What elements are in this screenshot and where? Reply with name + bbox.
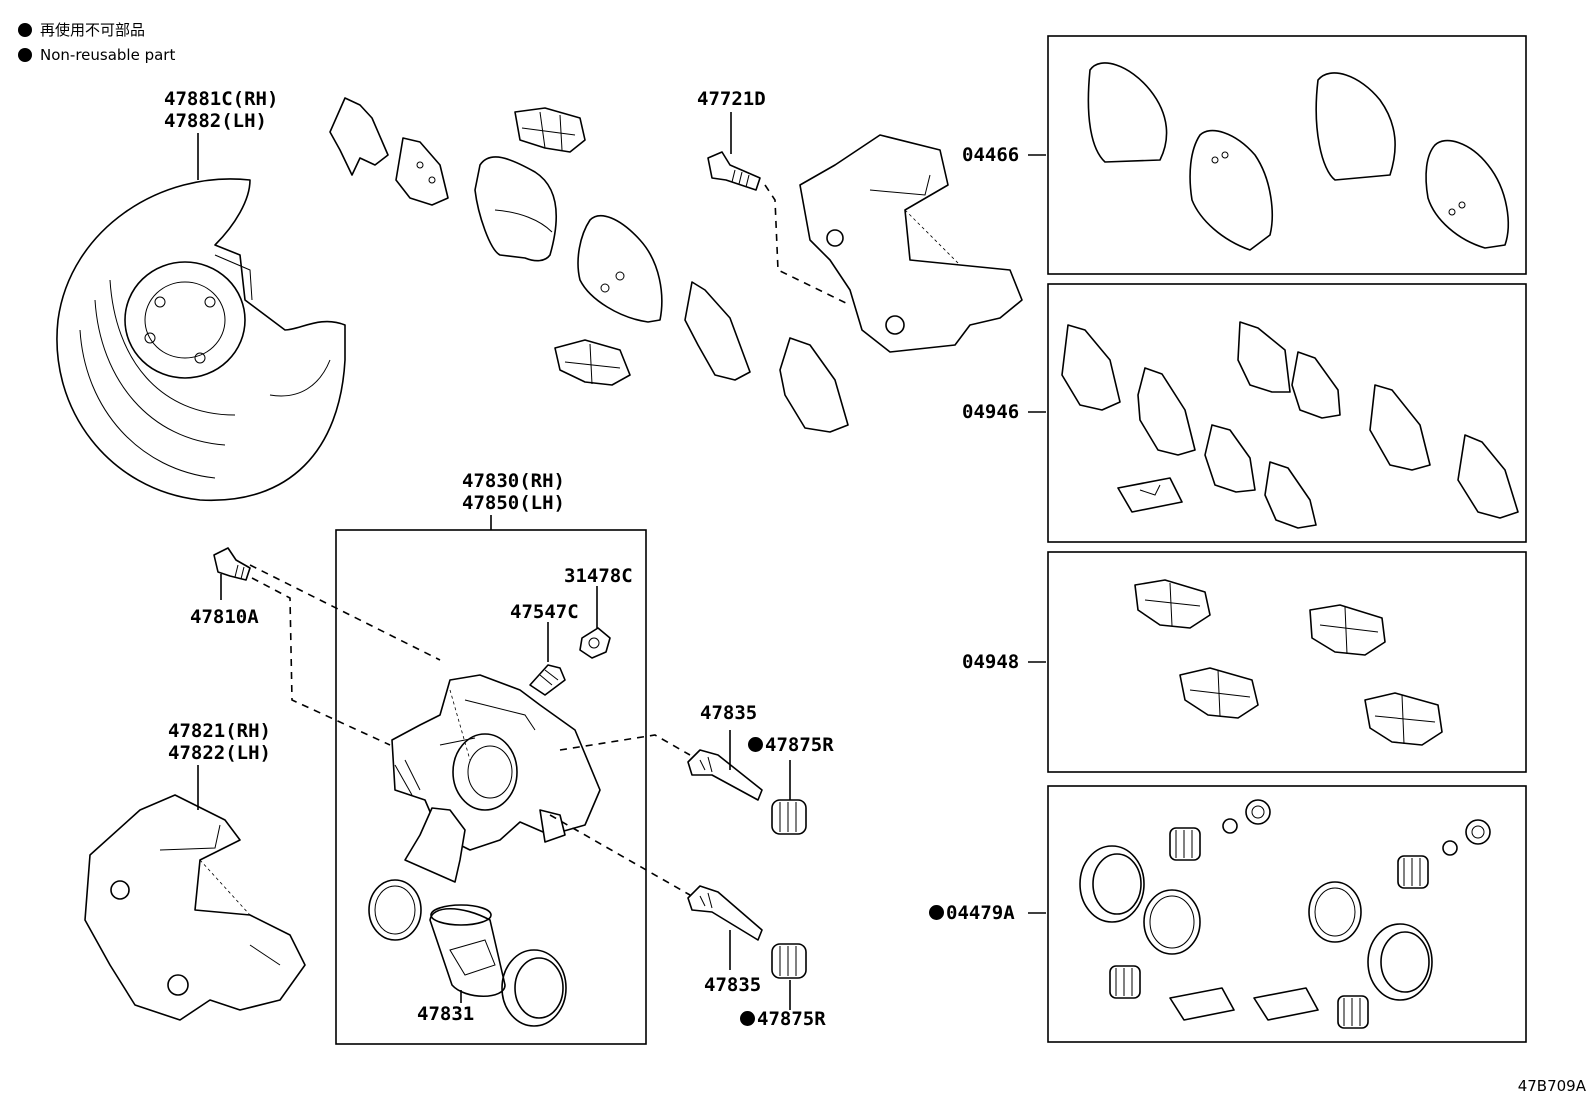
pad-support-plate-top-part [514,107,586,153]
slide-pin-boot-lower-part [771,943,807,979]
shim-kit-shims [1061,321,1519,529]
slide-pin-lower-part [687,885,763,941]
callout-pad-kit: 04466 [962,144,1019,166]
slide-pin-boot-upper-part [771,799,807,835]
bleeder-plug-part [579,627,611,659]
callout-slide-boot-lower: 47875R [740,1008,826,1030]
pad-support-plate-bottom-part [554,339,631,386]
brake-pad-top-part [474,156,663,323]
part-number-lh: 47882(LH) [164,110,267,132]
part-number: 47835 [704,974,762,996]
callout-cylinder-kit: 04479A [929,902,1015,924]
non-reusable-icon [740,1011,755,1026]
cylinder-boot-part [501,949,567,1027]
part-number: 04946 [962,401,1020,423]
legend-text: 再使用不可部品 [40,21,146,39]
callout-pad-support-kit: 04948 [962,651,1019,673]
pad-support-kit-plates [1134,579,1443,746]
callout-slide-pin-upper: 47835 [700,702,757,724]
callout-shim-kit: 04946 [962,401,1019,423]
pad-kit-box [1047,35,1527,275]
part-number-rh: 47821(RH) [168,720,271,742]
filled-circle-icon [18,23,32,37]
callout-bleeder-plug: 31478C [564,565,633,587]
filled-circle-icon [18,48,32,62]
callout-caliper-bolt: 47810A [190,606,259,628]
legend-item-english: Non-reusable part [18,45,175,65]
part-number: 47875R [757,1008,826,1030]
anti-squeal-shims-part [329,97,449,206]
part-number-rh: 47881C(RH) [164,88,279,110]
legend-item-japanese: 再使用不可部品 [18,20,145,40]
callout-slide-boot-upper: 47875R [748,734,834,756]
pad-kit-pads [1087,62,1509,251]
part-number: 47810A [190,606,259,628]
caliper-body-part [391,674,601,883]
dust-shield-part [56,178,346,502]
piston-seal-part [368,879,422,941]
caliper-mounting-bracket-top-part [799,134,1023,353]
callout-bleeder-screw: 47547C [510,601,579,623]
piston-part [429,904,506,997]
slide-pin-upper-part [687,749,763,801]
part-number-lh: 47822(LH) [168,742,271,764]
part-number-rh: 47830(RH) [462,470,565,492]
cylinder-kit-seals [1079,799,1491,1029]
part-number: 04948 [962,651,1020,673]
non-reusable-icon [748,737,763,752]
part-number: 31478C [564,565,633,587]
caliper-bolt-part [213,547,251,581]
callout-mounting-bolt: 47721D [697,88,766,110]
part-number: 04479A [946,902,1015,924]
pad-support-kit-box [1047,551,1527,773]
shim-kit-box [1047,283,1527,543]
mounting-bolt-part [707,151,761,191]
part-number: 47831 [417,1003,475,1025]
callout-caliper-assembly: 47830(RH) 47850(LH) [462,470,565,514]
figure-id: 47B709A [1517,1077,1586,1095]
cylinder-kit-box [1047,785,1527,1043]
part-number: 47875R [765,734,834,756]
non-reusable-icon [929,905,944,920]
part-number: 47835 [700,702,758,724]
part-number-lh: 47850(LH) [462,492,565,514]
callout-piston: 47831 [417,1003,474,1025]
part-number: 04466 [962,144,1020,166]
part-number: 47721D [697,88,766,110]
caliper-mounting-bracket-lower-part [84,794,306,1021]
callout-lower-bracket: 47821(RH) 47822(LH) [168,720,271,764]
part-number: 47547C [510,601,579,623]
callout-dust-shield: 47881C(RH) 47882(LH) [164,88,278,132]
legend-text: Non-reusable part [40,46,176,64]
shims-bottom-part [684,281,849,433]
callout-slide-pin-lower: 47835 [704,974,761,996]
bleeder-screw-part [529,664,566,696]
